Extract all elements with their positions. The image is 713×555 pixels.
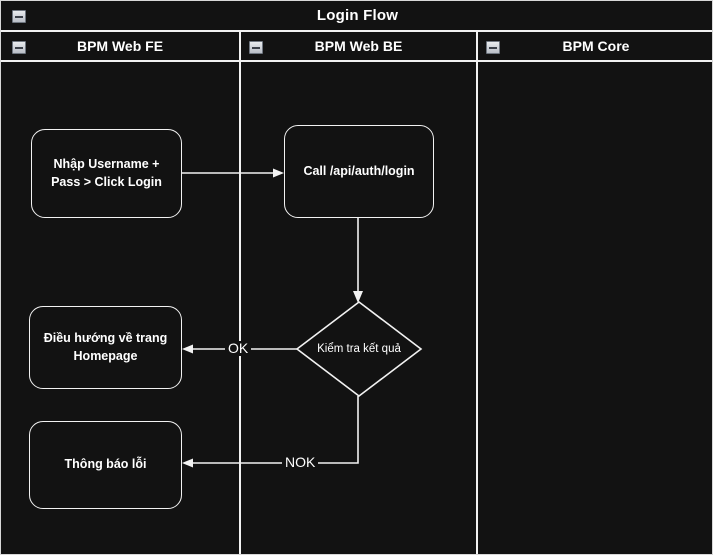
pool-title-bar: Login Flow [1,1,712,32]
lane-collapse-minus-icon-be[interactable] [249,41,263,54]
lane-divider-be-core [476,32,478,554]
lane-header-be: BPM Web BE [241,32,476,62]
page-title: Login Flow [316,7,399,24]
connector-api-to-decision-arrowhead [353,291,363,303]
decision-check-result[interactable]: Kiểm tra kết quả [295,300,423,398]
connector-decision-ok-arrowhead [182,344,193,354]
pool-collapse-minus-icon[interactable] [12,10,26,23]
task-api-call[interactable]: Call /api/auth/login [284,125,434,218]
connector-label-ok: OK [225,341,252,356]
connector-decision-nok-to-error [189,396,359,464]
lane-header-core: BPM Core [478,32,712,62]
connector-decision-nok-arrowhead [182,458,193,468]
lane-header-fe: BPM Web FE [1,32,239,62]
decision-diamond-shape [295,300,423,398]
lane-divider-fe-be [239,32,241,554]
lane-label-fe: BPM Web FE [76,38,164,54]
task-login-input[interactable]: Nhập Username +Pass > Click Login [31,129,182,218]
lane-label-core: BPM Core [562,38,630,54]
lane-label-be: BPM Web BE [314,38,403,54]
lane-collapse-minus-icon-fe[interactable] [12,41,26,54]
lane-collapse-minus-icon-core[interactable] [486,41,500,54]
task-error-message[interactable]: Thông báo lỗi [29,421,182,509]
connector-login-to-api-arrowhead [273,168,284,178]
connector-label-nok: NOK [282,455,319,470]
